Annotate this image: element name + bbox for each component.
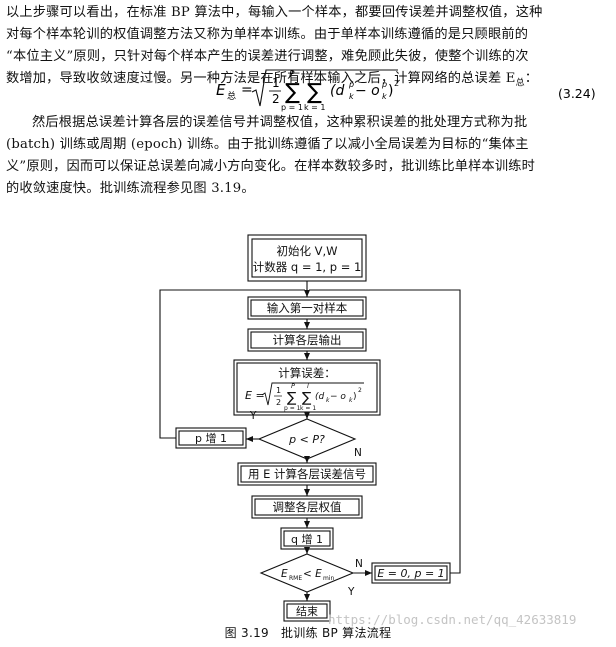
- eq-body-close: ): [388, 83, 393, 99]
- q-increment-label: q 增 1: [291, 532, 323, 546]
- init-box: [247, 234, 367, 282]
- equation-svg: E 总 = 1 2 P ∑ p = 1 l ∑ k = 1 (d p k − o…: [216, 69, 596, 112]
- decision-2-lt: < E: [303, 568, 322, 580]
- paragraph-1-line-3: “本位主义”原则，只针对每个样本产生的误差进行调整，难免顾此失彼，使整个训练的次: [6, 49, 529, 64]
- input-box-inner: [250, 299, 364, 317]
- adjust-weights-box-inner: [254, 498, 360, 516]
- eq-minus: − o: [355, 83, 380, 99]
- paragraph-2-line-4: 的收敛速度快。批训练流程参见图 3.19。: [6, 181, 255, 196]
- error-formula-sum1-top: P: [291, 382, 295, 390]
- paragraph-1-line-2: 对每个样本轮训的权值调整方法又称为单样本训练。由于单样本训练遵循的是只顾眼前的: [6, 27, 529, 42]
- error-formula-sqrt: [261, 382, 364, 406]
- error-formula-d-sub: k: [326, 397, 330, 404]
- figure-caption: 图 3.19 批训练 BP 算法流程: [0, 624, 616, 641]
- eq-d-sub: k: [349, 92, 354, 101]
- eq-sqrt: [251, 69, 398, 107]
- loop-reset-back: [309, 289, 461, 574]
- eq-sum1-bottom: p = 1: [281, 103, 303, 112]
- eq-o-sup: p: [381, 80, 387, 89]
- decision-1-no: N: [354, 447, 362, 459]
- p-increment-box-inner: [178, 430, 244, 446]
- paragraph-2-line-1: 然后根据总误差计算各层的误差信号并调整权值，这种累积误差的批处理方式称为批: [32, 115, 528, 130]
- error-formula-sum2-bottom: k = 1: [300, 405, 316, 412]
- eq-equals: =: [241, 82, 253, 98]
- compute-signal-box-inner: [240, 465, 374, 483]
- eq-o-sub: k: [382, 92, 387, 101]
- error-formula-sum2-top: l: [307, 382, 309, 390]
- init-line-1: 初始化 V,W: [276, 244, 337, 258]
- eq-d-sup: p: [348, 80, 354, 89]
- paragraph-2: 然后根据总误差计算各层的误差信号并调整权值，这种累积误差的批处理方式称为批 (b…: [6, 112, 610, 200]
- q-increment-box-inner: [283, 530, 331, 547]
- error-formula-sum1: ∑: [287, 390, 297, 406]
- end-label: 结束: [296, 605, 318, 618]
- eq-frac-num: 1: [272, 76, 280, 90]
- decision-1-yes: Y: [249, 410, 257, 422]
- decision-2-sub: RME: [289, 575, 302, 582]
- decision-2-no: N: [355, 558, 363, 570]
- paragraph-1: 以上步骤可以看出，在标准 BP 算法中，每输入一个样本，都要回传误差并调整权值，…: [6, 2, 610, 95]
- paragraph-2-line-3: 义”原则，因而可以保证总误差向减小方向变化。在样本数较多时，批训练比单样本训练时: [6, 159, 536, 174]
- error-formula-mid: − o: [330, 392, 346, 402]
- eq-square: 2: [394, 79, 399, 88]
- p-increment-label: p 增 1: [195, 431, 227, 445]
- eq-sum2-bottom: k = 1: [304, 103, 326, 112]
- error-formula-sum2: ∑: [302, 390, 312, 406]
- e-total-subscript: 总: [515, 78, 525, 89]
- error-formula-square: 2: [358, 387, 362, 394]
- error-formula-o-sub: k: [349, 397, 353, 404]
- eq-sum1: ∑: [285, 80, 300, 105]
- init-line-2: 计数器 q = 1, p = 1: [253, 260, 362, 274]
- eq-body-open: (d: [330, 83, 344, 99]
- init-box-inner: [251, 238, 363, 278]
- eq-sum1-top: P: [289, 70, 295, 80]
- watermark: https://blog.csdn.net/qq_42633819: [328, 612, 577, 627]
- compute-error-title: 计算误差：: [278, 366, 336, 380]
- error-formula-den: 2: [276, 398, 281, 407]
- error-formula-num: 1: [276, 386, 281, 395]
- error-formula-sum1-bottom: p = 1: [284, 405, 301, 412]
- reset-label: E = 0, p = 1: [377, 567, 444, 580]
- error-formula-body: (d: [315, 392, 325, 402]
- reset-box-inner: [374, 565, 448, 581]
- caption-number: 图 3.19: [224, 626, 269, 640]
- equation-3-24: E 总 = 1 2 P ∑ p = 1 l ∑ k = 1 (d p k − o…: [0, 66, 616, 112]
- eq-sum2-top: l: [314, 70, 317, 80]
- flowchart: 初始化 V,W 计数器 q = 1, p = 1 输入第一对样本 计算各层输出 …: [159, 234, 461, 622]
- caption-title: 批训练 BP 算法流程: [280, 626, 392, 640]
- compute-output-label: 计算各层输出: [273, 333, 342, 347]
- compute-output-box-inner: [250, 331, 364, 349]
- eq-number: (3.24): [558, 86, 596, 101]
- decision-1-label: p < P?: [288, 433, 325, 446]
- eq-lhs: E: [216, 81, 226, 99]
- decision-2-e: E: [281, 568, 288, 580]
- eq-sum2: ∑: [307, 80, 322, 105]
- paragraph-1-line-1: 以上步骤可以看出，在标准 BP 算法中，每输入一个样本，都要回传误差并调整权值，…: [6, 5, 543, 20]
- eq-frac-den: 2: [272, 92, 280, 106]
- error-formula-end: ): [353, 392, 357, 402]
- compute-signal-label: 用 E 计算各层误差信号: [248, 467, 366, 481]
- paragraph-2-line-2: (batch) 训练或周期 (epoch) 训练。由于批训练遵循了以减小全局误差…: [6, 137, 529, 152]
- paragraph-1-line-4: 数增加，导致收敛速度过慢。另一种方法是在所有样本输入之后，计算网络的总误差 E总…: [6, 71, 539, 89]
- error-formula-lhs: E =: [245, 389, 265, 402]
- decision-2-yes: Y: [347, 586, 355, 598]
- end-box-inner: [286, 603, 328, 619]
- decision-2-sub2: min: [323, 575, 335, 582]
- adjust-weights-label: 调整各层权值: [273, 500, 342, 514]
- loop-p-back: [159, 289, 305, 439]
- input-label: 输入第一对样本: [267, 301, 348, 315]
- eq-lhs-sub: 总: [227, 90, 236, 102]
